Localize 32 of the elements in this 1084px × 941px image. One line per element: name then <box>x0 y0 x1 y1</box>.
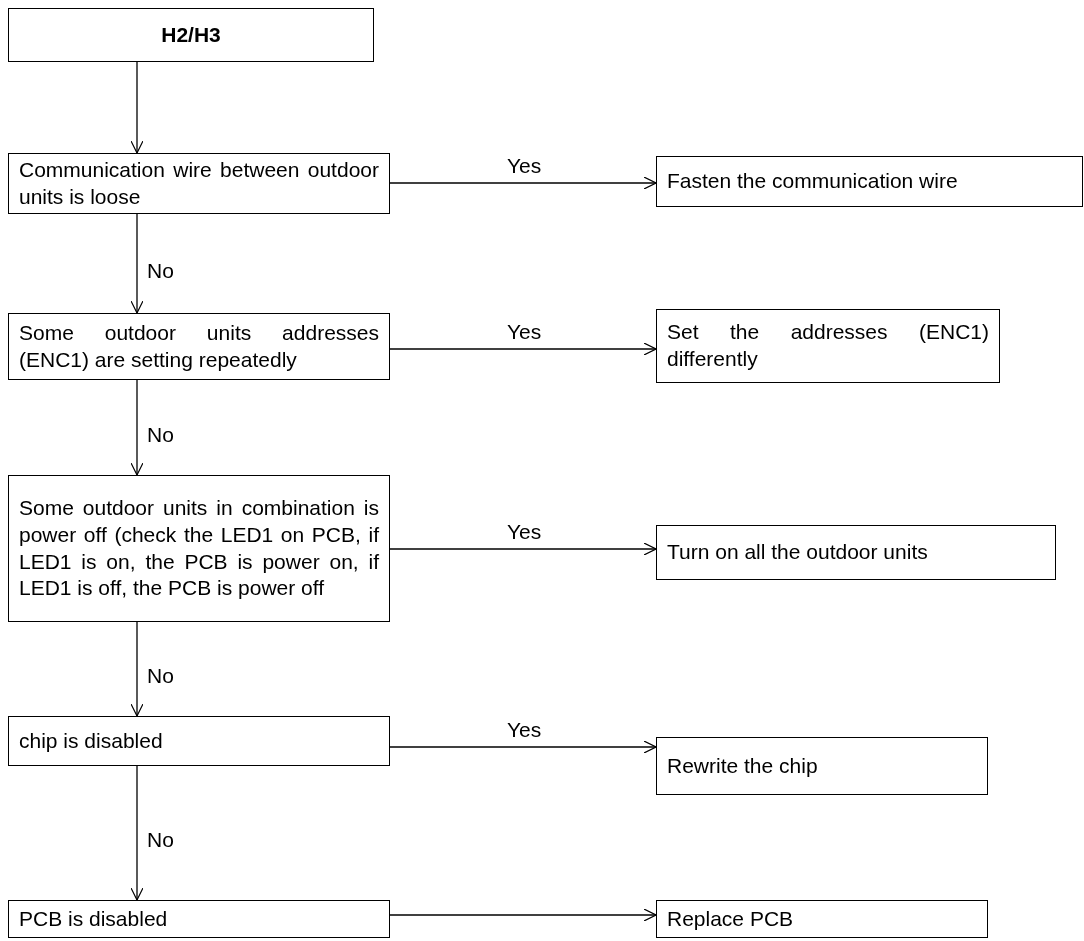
start-box <box>8 8 374 62</box>
arrow <box>130 379 144 476</box>
process-box <box>8 153 390 214</box>
process-box <box>8 313 390 380</box>
box-text: Set the addresses (ENC1) differently <box>667 319 989 372</box>
process-box <box>8 475 390 622</box>
box-text: Some outdoor units in combination is power off (check the LED1 on PCB, if LED1 is on, the PCB is power on, if LED1 is off, the PCB is power off <box>19 494 379 602</box>
box-text: chip is disabled <box>19 727 164 754</box>
box-text: H2/H3 <box>160 21 222 48</box>
process-box <box>8 900 390 938</box>
arrow <box>130 213 144 314</box>
box-text: Turn on all the outdoor units <box>667 539 929 566</box>
arrow <box>389 176 657 190</box>
process-box <box>656 525 1056 580</box>
box-text: Some outdoor units addresses (ENC1) are setting repeatedly <box>19 319 379 373</box>
box-text: Rewrite the chip <box>667 752 819 779</box>
box-text: Communication wire between outdoor units is loose <box>19 156 379 210</box>
process-box <box>656 156 1083 207</box>
arrow <box>389 342 657 356</box>
box-text: Replace PCB <box>667 905 795 932</box>
process-box <box>656 309 1000 383</box>
arrow <box>389 740 657 754</box>
arrow <box>130 621 144 717</box>
arrow <box>130 765 144 901</box>
process-box <box>656 900 988 938</box>
arrow <box>389 908 657 922</box>
box-text: PCB is disabled <box>19 905 169 932</box>
process-box <box>656 737 988 795</box>
box-text: Fasten the communication wire <box>667 168 959 195</box>
arrow <box>130 61 144 154</box>
process-box <box>8 716 390 766</box>
arrow <box>389 542 657 556</box>
